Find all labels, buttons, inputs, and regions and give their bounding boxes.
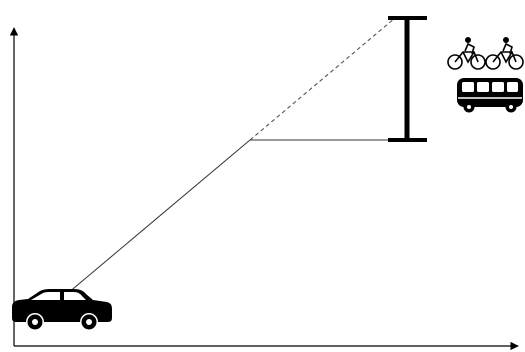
- dashed-extension-line: [249, 17, 396, 141]
- cyclist-icon: [447, 37, 486, 70]
- rising-line: [54, 139, 251, 305]
- bus-icon: [457, 78, 523, 113]
- car-icon: [12, 289, 112, 330]
- cyclists-icon: [447, 37, 524, 70]
- cyclist-icon: [485, 37, 524, 70]
- range-bar: [388, 16, 427, 142]
